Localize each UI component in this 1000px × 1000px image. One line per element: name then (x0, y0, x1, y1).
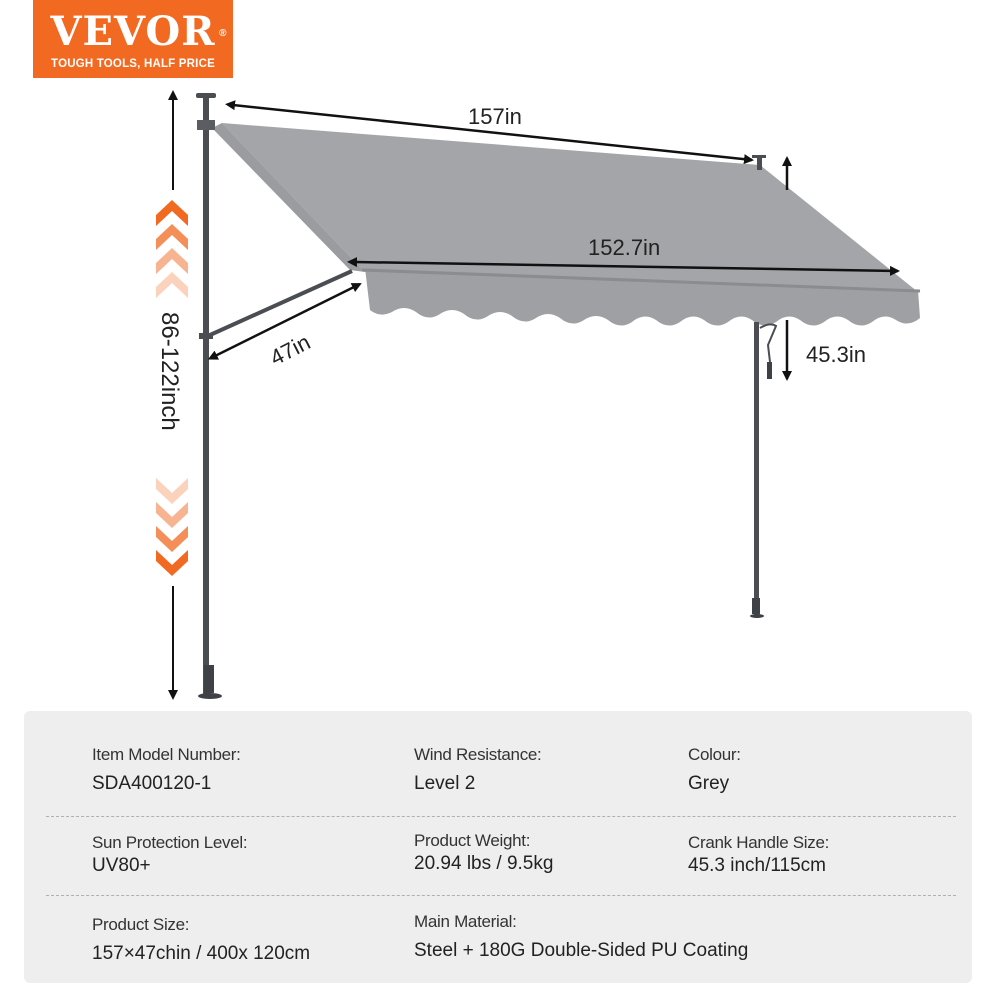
spec-colour: Colour: Grey (688, 745, 741, 794)
divider (46, 895, 956, 896)
right-pole (750, 155, 778, 618)
awning-canopy (212, 123, 921, 326)
spec-product-weight: Product Weight: 20.94 lbs / 9.5kg (414, 831, 554, 874)
width-152-arrow (347, 257, 900, 276)
width-157-arrow (225, 100, 754, 165)
spec-sun-protection: Sun Protection Level: UV80+ (92, 833, 248, 876)
dim-152-label: 152.7in (588, 235, 660, 260)
spec-main-material: Main Material: Steel + 180G Double-Sided… (414, 912, 749, 961)
chevrons-down-icon (156, 478, 188, 576)
brand-tagline: TOUGH TOOLS, HALF PRICE (51, 58, 215, 70)
vevor-logo: VEVOR® TOUGH TOOLS, HALF PRICE (33, 0, 233, 78)
brand-name: VEVOR® (50, 8, 228, 55)
dim-157-label: 157in (468, 104, 522, 129)
spec-model-number: Item Model Number: SDA400120-1 (92, 745, 241, 794)
chevrons-up-icon (156, 200, 188, 298)
spec-wind-resistance: Wind Resistance: Level 2 (414, 745, 542, 794)
specs-panel: Item Model Number: SDA400120-1 Wind Resi… (24, 711, 972, 983)
spec-product-size: Product Size: 157×47chin / 400x 120cm (92, 915, 311, 964)
spec-crank-handle: Crank Handle Size: 45.3 inch/115cm (688, 833, 830, 876)
awning-diagram: 157in 152.7in 47in 45.3in 86-122inch (156, 90, 921, 700)
divider (46, 816, 956, 817)
dim-45-label: 45.3in (806, 342, 866, 367)
dim-47-label: 47in (266, 329, 314, 370)
dim-pole-height-label: 86-122inch (156, 312, 183, 431)
projection-47-arrow (207, 282, 362, 360)
